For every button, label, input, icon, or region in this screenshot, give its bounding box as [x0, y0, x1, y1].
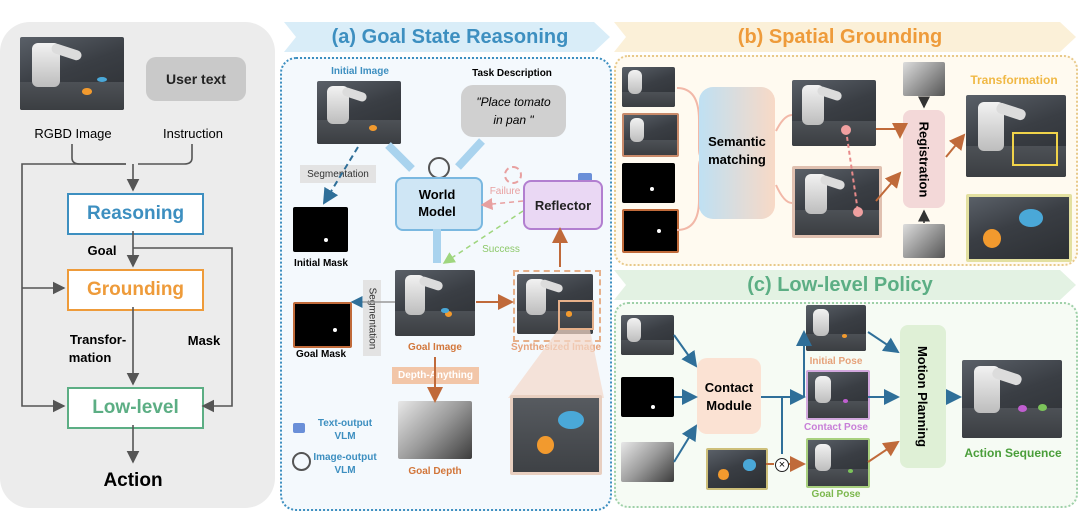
- section-b-banner: [614, 22, 1076, 52]
- user-text-box: User text: [146, 57, 246, 101]
- world-model-box: [395, 177, 483, 231]
- zoom-wedge: [508, 330, 604, 398]
- contact-module-line2: Module: [706, 398, 752, 413]
- registration-box: [903, 110, 945, 208]
- section-c-banner: [614, 270, 1076, 300]
- c-input-mask: [621, 377, 674, 417]
- section-c-arrows: [673, 330, 962, 472]
- synthesized-zoom-image: [510, 395, 602, 475]
- segmentation-tag-1: Segmentation: [300, 165, 376, 183]
- section-b-title: (b) Spatial Grounding: [737, 26, 943, 48]
- section-a-arrows: [322, 138, 568, 403]
- task-text-line2: in pan ": [493, 113, 534, 127]
- b-correspondence-line: [841, 125, 863, 217]
- c-transform-image: [706, 448, 768, 490]
- goal-mask: [293, 302, 352, 348]
- failure-icon: [504, 166, 522, 184]
- instruction-label: Instruction: [163, 126, 223, 141]
- reasoning-box: Reasoning: [67, 193, 204, 235]
- rgbd-image-thumbnail: [20, 37, 124, 110]
- rgbd-image-label: RGBD Image: [34, 126, 112, 141]
- initial-mask: [293, 207, 348, 252]
- text-vlm-icon: [293, 423, 305, 433]
- b-input-mask-2: [622, 209, 679, 253]
- b-brace: [676, 87, 703, 231]
- action-sequence-label: Action Sequence: [964, 446, 1062, 460]
- lowlevel-box: Low-level: [67, 387, 204, 429]
- task-description-bubble: [461, 85, 566, 137]
- synthesized-zoom-box: [558, 300, 594, 330]
- semantic-matching-box: [699, 87, 775, 219]
- contact-module-box: [697, 358, 761, 434]
- legend-text-vlm-line1: Text-output: [317, 418, 373, 429]
- transformation-title: Transformation: [970, 73, 1058, 87]
- goal-depth-label: Goal Depth: [408, 466, 462, 477]
- initial-image-label: Initial Image: [331, 66, 389, 77]
- world-model-line1: World: [418, 187, 456, 202]
- goal-depth-image: [398, 401, 472, 459]
- left-panel-arrows: [21, 144, 233, 464]
- world-model-line2: Model: [418, 204, 456, 219]
- action-label: Action: [103, 470, 163, 491]
- contact-pose-label: Contact Pose: [804, 422, 868, 433]
- b-input-image-2: [622, 113, 679, 157]
- mask-label: Mask: [187, 333, 221, 348]
- section-a-title: (a) Goal State Reasoning: [331, 26, 569, 48]
- semantic-matching-line2: matching: [708, 152, 766, 167]
- legend-image-vlm-line2: VLM: [334, 465, 356, 476]
- goal-mask-label: Goal Mask: [295, 349, 347, 360]
- grounding-box: Grounding: [67, 269, 204, 311]
- transformation-label-line1: Transfor-: [69, 332, 127, 347]
- motion-planning-box: [900, 325, 946, 468]
- task-description-label: Task Description: [472, 68, 552, 79]
- failure-label: Failure: [489, 186, 521, 197]
- b-transformation-image: [966, 95, 1066, 177]
- initial-pose-label: Initial Pose: [809, 356, 863, 367]
- semantic-matching-line1: Semantic: [708, 134, 766, 149]
- legend-image-vlm-line1: Image-output: [313, 452, 377, 463]
- b-depth-bottom: [903, 224, 945, 258]
- b-transformation-highlight: [1012, 132, 1058, 166]
- success-label: Success: [482, 244, 520, 255]
- legend-text-vlm-line2: VLM: [334, 431, 356, 442]
- b-matched-image-top: [792, 80, 876, 146]
- section-b-arrows: [775, 96, 966, 223]
- transformation-label-line2: mation: [68, 350, 112, 365]
- goal-image-label: Goal Image: [408, 342, 462, 353]
- compose-operator-icon: ×: [775, 458, 789, 472]
- goal-label: Goal: [87, 243, 117, 258]
- goal-pose-label: Goal Pose: [811, 489, 861, 500]
- goal-image: [395, 270, 475, 336]
- contact-module-line1: Contact: [704, 380, 754, 395]
- task-text-line1: "Place tomato: [476, 95, 551, 109]
- b-input-mask-1: [622, 163, 675, 203]
- action-sequence-image: [962, 360, 1062, 438]
- b-input-image-1: [622, 67, 675, 107]
- reflector-icon: [578, 173, 592, 184]
- initial-mask-label: Initial Mask: [294, 258, 348, 269]
- b-matched-image-bottom: [792, 166, 882, 238]
- section-c-title: (c) Low-level Policy: [747, 274, 933, 296]
- initial-image: [317, 81, 401, 144]
- section-a-banner: [284, 22, 610, 52]
- b-depth-top: [903, 62, 945, 96]
- b-transformation-zoom: [966, 194, 1072, 262]
- initial-pose-image: [806, 305, 866, 351]
- c-input-image: [621, 315, 674, 355]
- goal-pose-image: [806, 438, 870, 488]
- image-vlm-icon: [292, 452, 311, 471]
- c-input-depth: [621, 442, 674, 482]
- segmentation-tag-2: Segmentation: [363, 280, 381, 356]
- contact-pose-image: [806, 370, 870, 420]
